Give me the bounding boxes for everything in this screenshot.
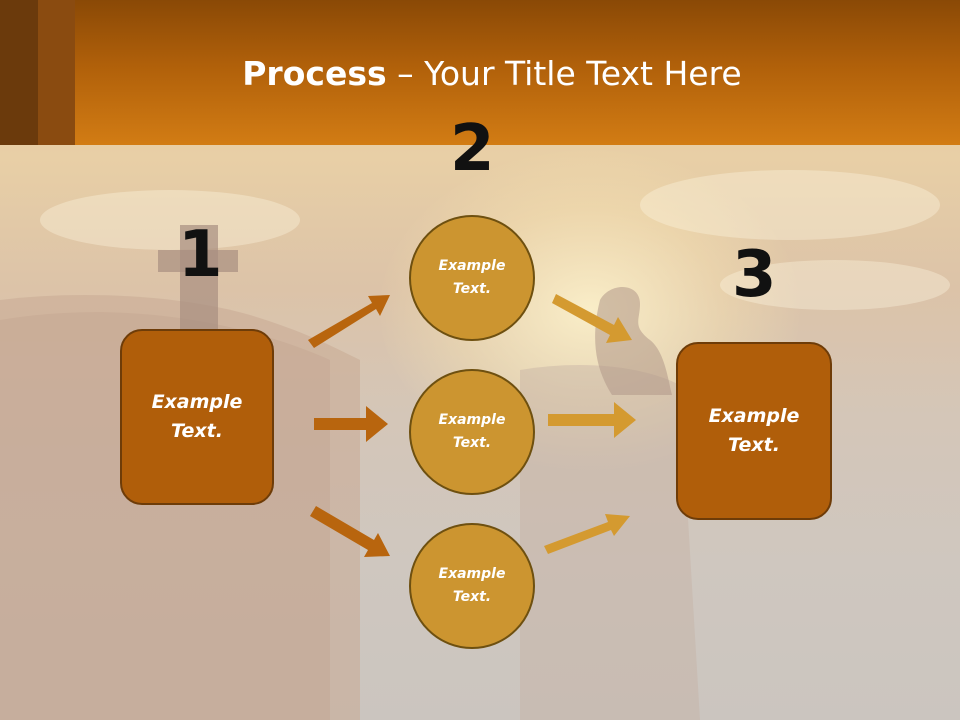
header-bar bbox=[0, 0, 960, 145]
step-circle-2-label: Example Text. bbox=[438, 412, 506, 451]
cloud bbox=[720, 260, 950, 310]
step-number-1: 1 bbox=[178, 218, 223, 292]
step-circle-1-label: Example Text. bbox=[438, 258, 506, 297]
page-title: Process – Your Title Text Here bbox=[0, 54, 960, 93]
step-circle-1: Example Text. bbox=[409, 215, 535, 341]
step-box-3-label: Example Text. bbox=[708, 405, 800, 456]
step-number-2: 2 bbox=[450, 112, 495, 186]
step-number-3: 3 bbox=[732, 238, 777, 312]
arrow-box1-to-circle3 bbox=[310, 506, 390, 557]
cloud bbox=[640, 170, 940, 240]
arrow-circle2-to-box3 bbox=[548, 402, 636, 438]
title-rest: – Your Title Text Here bbox=[386, 54, 742, 93]
step-box-1: Example Text. bbox=[120, 329, 274, 505]
header-accent bbox=[38, 0, 75, 145]
step-circle-3: Example Text. bbox=[409, 523, 535, 649]
arrow-box1-to-circle1 bbox=[308, 295, 390, 348]
arrow-box1-to-circle2 bbox=[314, 406, 388, 442]
step-box-1-label: Example Text. bbox=[151, 391, 243, 442]
arrow-circle1-to-box3 bbox=[552, 294, 632, 343]
title-bold: Process bbox=[242, 54, 387, 93]
arrow-circle3-to-box3 bbox=[544, 514, 630, 554]
step-circle-2: Example Text. bbox=[409, 369, 535, 495]
step-box-3: Example Text. bbox=[676, 342, 832, 520]
header-accent-dark bbox=[0, 0, 38, 145]
step-circle-3-label: Example Text. bbox=[438, 566, 506, 605]
cloud bbox=[40, 190, 300, 250]
